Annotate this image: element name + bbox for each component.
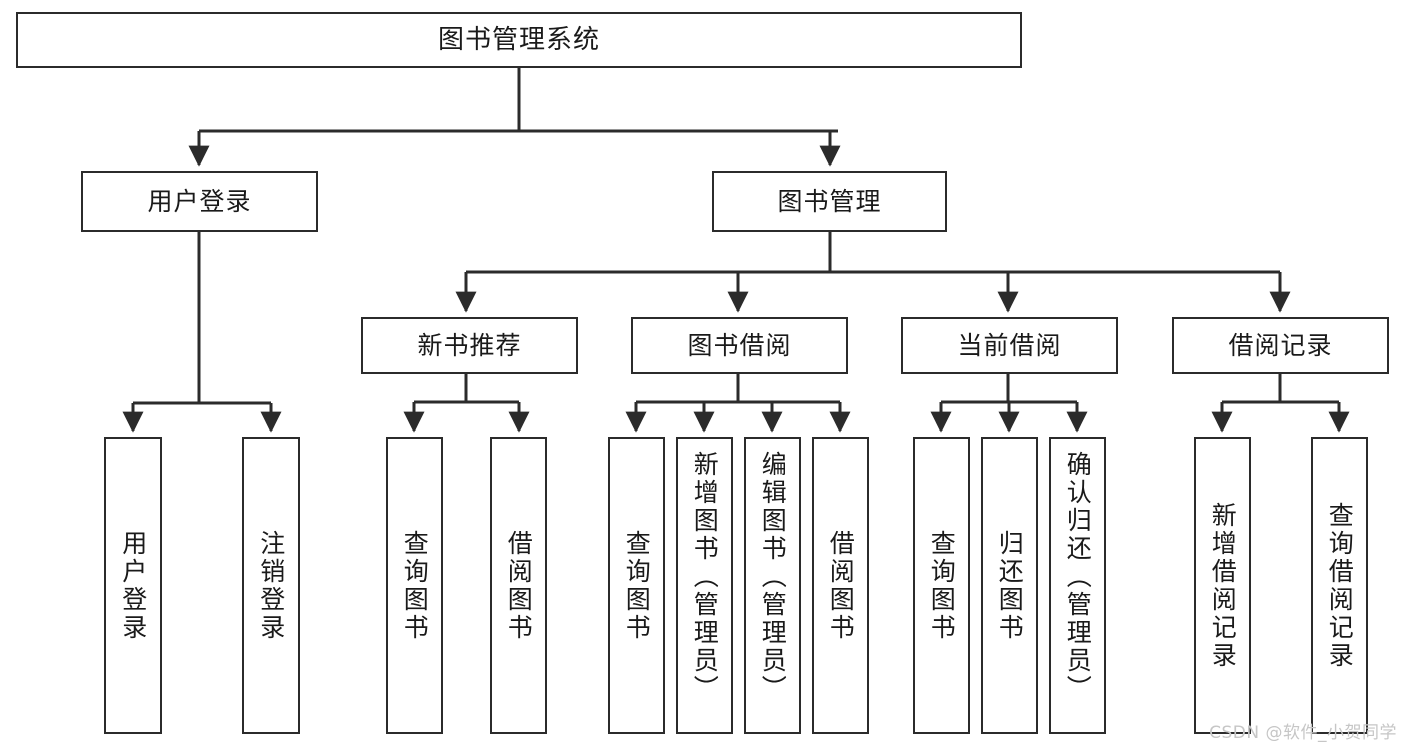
node-leaf-borrow-book-1-label: 借阅图书 <box>504 529 534 642</box>
node-leaf-confirm-return[interactable]: 确认归还（管理员） <box>1049 437 1106 734</box>
node-leaf-return-book-label: 归还图书 <box>995 529 1025 642</box>
node-leaf-return-book[interactable]: 归还图书 <box>981 437 1038 734</box>
node-leaf-query-book-2[interactable]: 查询图书 <box>608 437 665 734</box>
node-root-system[interactable]: 图书管理系统 <box>16 12 1022 68</box>
node-new-book-recommend-label: 新书推荐 <box>417 330 522 360</box>
node-leaf-confirm-return-label: 确认归还（管理员） <box>1063 451 1093 703</box>
node-leaf-user-login-label: 用户登录 <box>118 529 148 642</box>
node-leaf-user-login[interactable]: 用户登录 <box>104 437 162 734</box>
node-leaf-query-book-1[interactable]: 查询图书 <box>386 437 443 734</box>
node-leaf-borrow-book-2-label: 借阅图书 <box>826 529 856 642</box>
node-book-borrow[interactable]: 图书借阅 <box>631 317 848 374</box>
node-current-borrow[interactable]: 当前借阅 <box>901 317 1118 374</box>
node-leaf-add-record[interactable]: 新增借阅记录 <box>1194 437 1251 734</box>
node-leaf-query-record[interactable]: 查询借阅记录 <box>1311 437 1368 734</box>
node-leaf-query-record-label: 查询借阅记录 <box>1325 501 1355 670</box>
node-user-login-label: 用户登录 <box>147 186 252 216</box>
node-leaf-add-record-label: 新增借阅记录 <box>1208 501 1238 670</box>
csdn-watermark: CSDN @软件_小贺同学 <box>1209 723 1397 743</box>
node-leaf-query-book-1-label: 查询图书 <box>400 529 430 642</box>
node-new-book-recommend[interactable]: 新书推荐 <box>361 317 578 374</box>
node-leaf-query-book-3-label: 查询图书 <box>927 529 957 642</box>
node-leaf-query-book-2-label: 查询图书 <box>622 529 652 642</box>
node-book-management-label: 图书管理 <box>777 186 882 216</box>
node-leaf-borrow-book-2[interactable]: 借阅图书 <box>812 437 869 734</box>
node-leaf-add-book[interactable]: 新增图书（管理员） <box>676 437 733 734</box>
node-leaf-logout-login-label: 注销登录 <box>256 529 286 642</box>
node-leaf-edit-book[interactable]: 编辑图书（管理员） <box>744 437 801 734</box>
node-leaf-add-book-label: 新增图书（管理员） <box>690 451 720 703</box>
node-user-login[interactable]: 用户登录 <box>81 171 318 232</box>
node-borrow-record-label: 借阅记录 <box>1228 330 1333 360</box>
node-book-management[interactable]: 图书管理 <box>712 171 947 232</box>
node-leaf-edit-book-label: 编辑图书（管理员） <box>758 451 788 703</box>
node-borrow-record[interactable]: 借阅记录 <box>1172 317 1389 374</box>
node-root-system-label: 图书管理系统 <box>437 24 600 55</box>
node-book-borrow-label: 图书借阅 <box>687 330 792 360</box>
node-leaf-logout-login[interactable]: 注销登录 <box>242 437 300 734</box>
node-leaf-query-book-3[interactable]: 查询图书 <box>913 437 970 734</box>
node-leaf-borrow-book-1[interactable]: 借阅图书 <box>490 437 547 734</box>
node-current-borrow-label: 当前借阅 <box>957 330 1062 360</box>
